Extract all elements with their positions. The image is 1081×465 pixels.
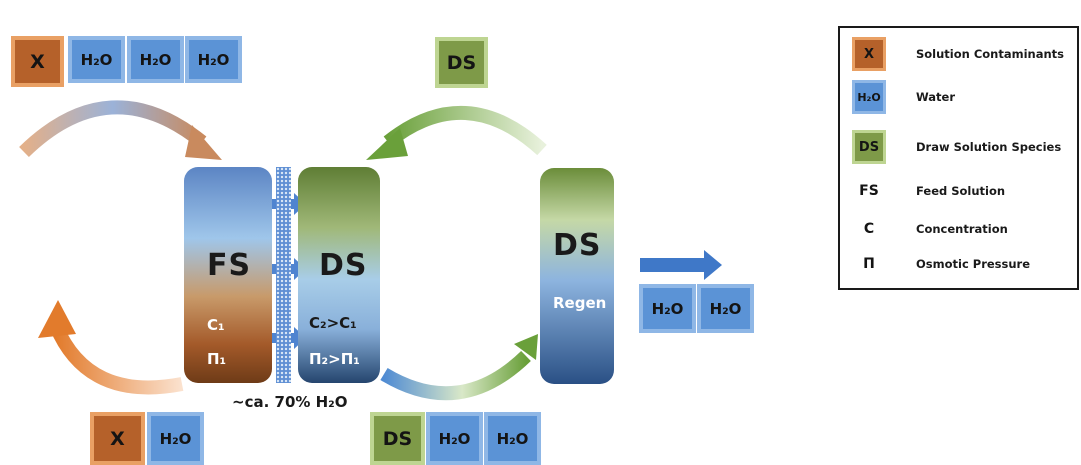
feed-inlet-arrowhead [185, 125, 222, 160]
regeneration-column [540, 168, 614, 384]
ds-return-arc [383, 106, 547, 156]
water-chip: H₂O [639, 284, 696, 333]
legend-draw-solution-symbol: DS [852, 130, 886, 164]
legend-feed-label: Feed Solution [916, 184, 1006, 198]
water-chip: H₂O [68, 36, 125, 83]
membrane-water-note: ~ca. 70% H₂O [232, 393, 348, 411]
legend-water-label: Water [916, 90, 956, 104]
legend: X Solution Contaminants H₂O Water DS Dra… [838, 26, 1079, 290]
semipermeable-membrane [276, 167, 291, 383]
feed-outlet-arrowhead [38, 300, 76, 338]
draw-solution-label: DS [319, 248, 368, 283]
product-water-arrow [640, 250, 722, 280]
draw-solution-chip: DS [435, 37, 488, 88]
legend-contaminant-label: Solution Contaminants [916, 47, 1065, 61]
draw-solution-column [298, 167, 380, 383]
contaminant-chip: X [11, 36, 64, 87]
draw-concentration-label: C₂>C₁ [309, 314, 357, 332]
draw-pressure-label: Π₂>Π₁ [309, 350, 360, 368]
feed-concentration-label: C₁ [207, 316, 225, 334]
feed-outlet-arc [49, 323, 184, 395]
legend-feed-symbol: FS [859, 183, 879, 199]
diluted-ds-arrowhead [514, 334, 538, 360]
feed-inlet-arc [19, 100, 207, 158]
regen-label: Regen [553, 294, 607, 312]
water-chip: H₂O [185, 36, 242, 83]
draw-solution-chip: DS [370, 412, 425, 465]
feed-solution-column [184, 167, 272, 383]
ds-return-arrowhead [366, 128, 408, 160]
water-chip: H₂O [697, 284, 754, 333]
contaminant-chip: X [90, 412, 145, 465]
legend-contaminant-symbol: X [852, 37, 886, 71]
water-chip: H₂O [127, 36, 184, 83]
diluted-ds-arc [380, 350, 531, 401]
legend-concentration-symbol: C [863, 221, 875, 237]
legend-pressure-symbol: Π [863, 256, 875, 272]
water-chip: H₂O [147, 412, 204, 465]
feed-pressure-label: Π₁ [207, 350, 227, 368]
legend-water-symbol: H₂O [852, 80, 886, 114]
regen-ds-label: DS [553, 228, 602, 263]
legend-pressure-label: Osmotic Pressure [916, 257, 1031, 271]
legend-draw-solution-label: Draw Solution Species [916, 140, 1062, 154]
legend-concentration-label: Concentration [916, 222, 1008, 236]
water-chip: H₂O [426, 412, 483, 465]
feed-solution-label: FS [207, 248, 252, 283]
water-chip: H₂O [484, 412, 541, 465]
